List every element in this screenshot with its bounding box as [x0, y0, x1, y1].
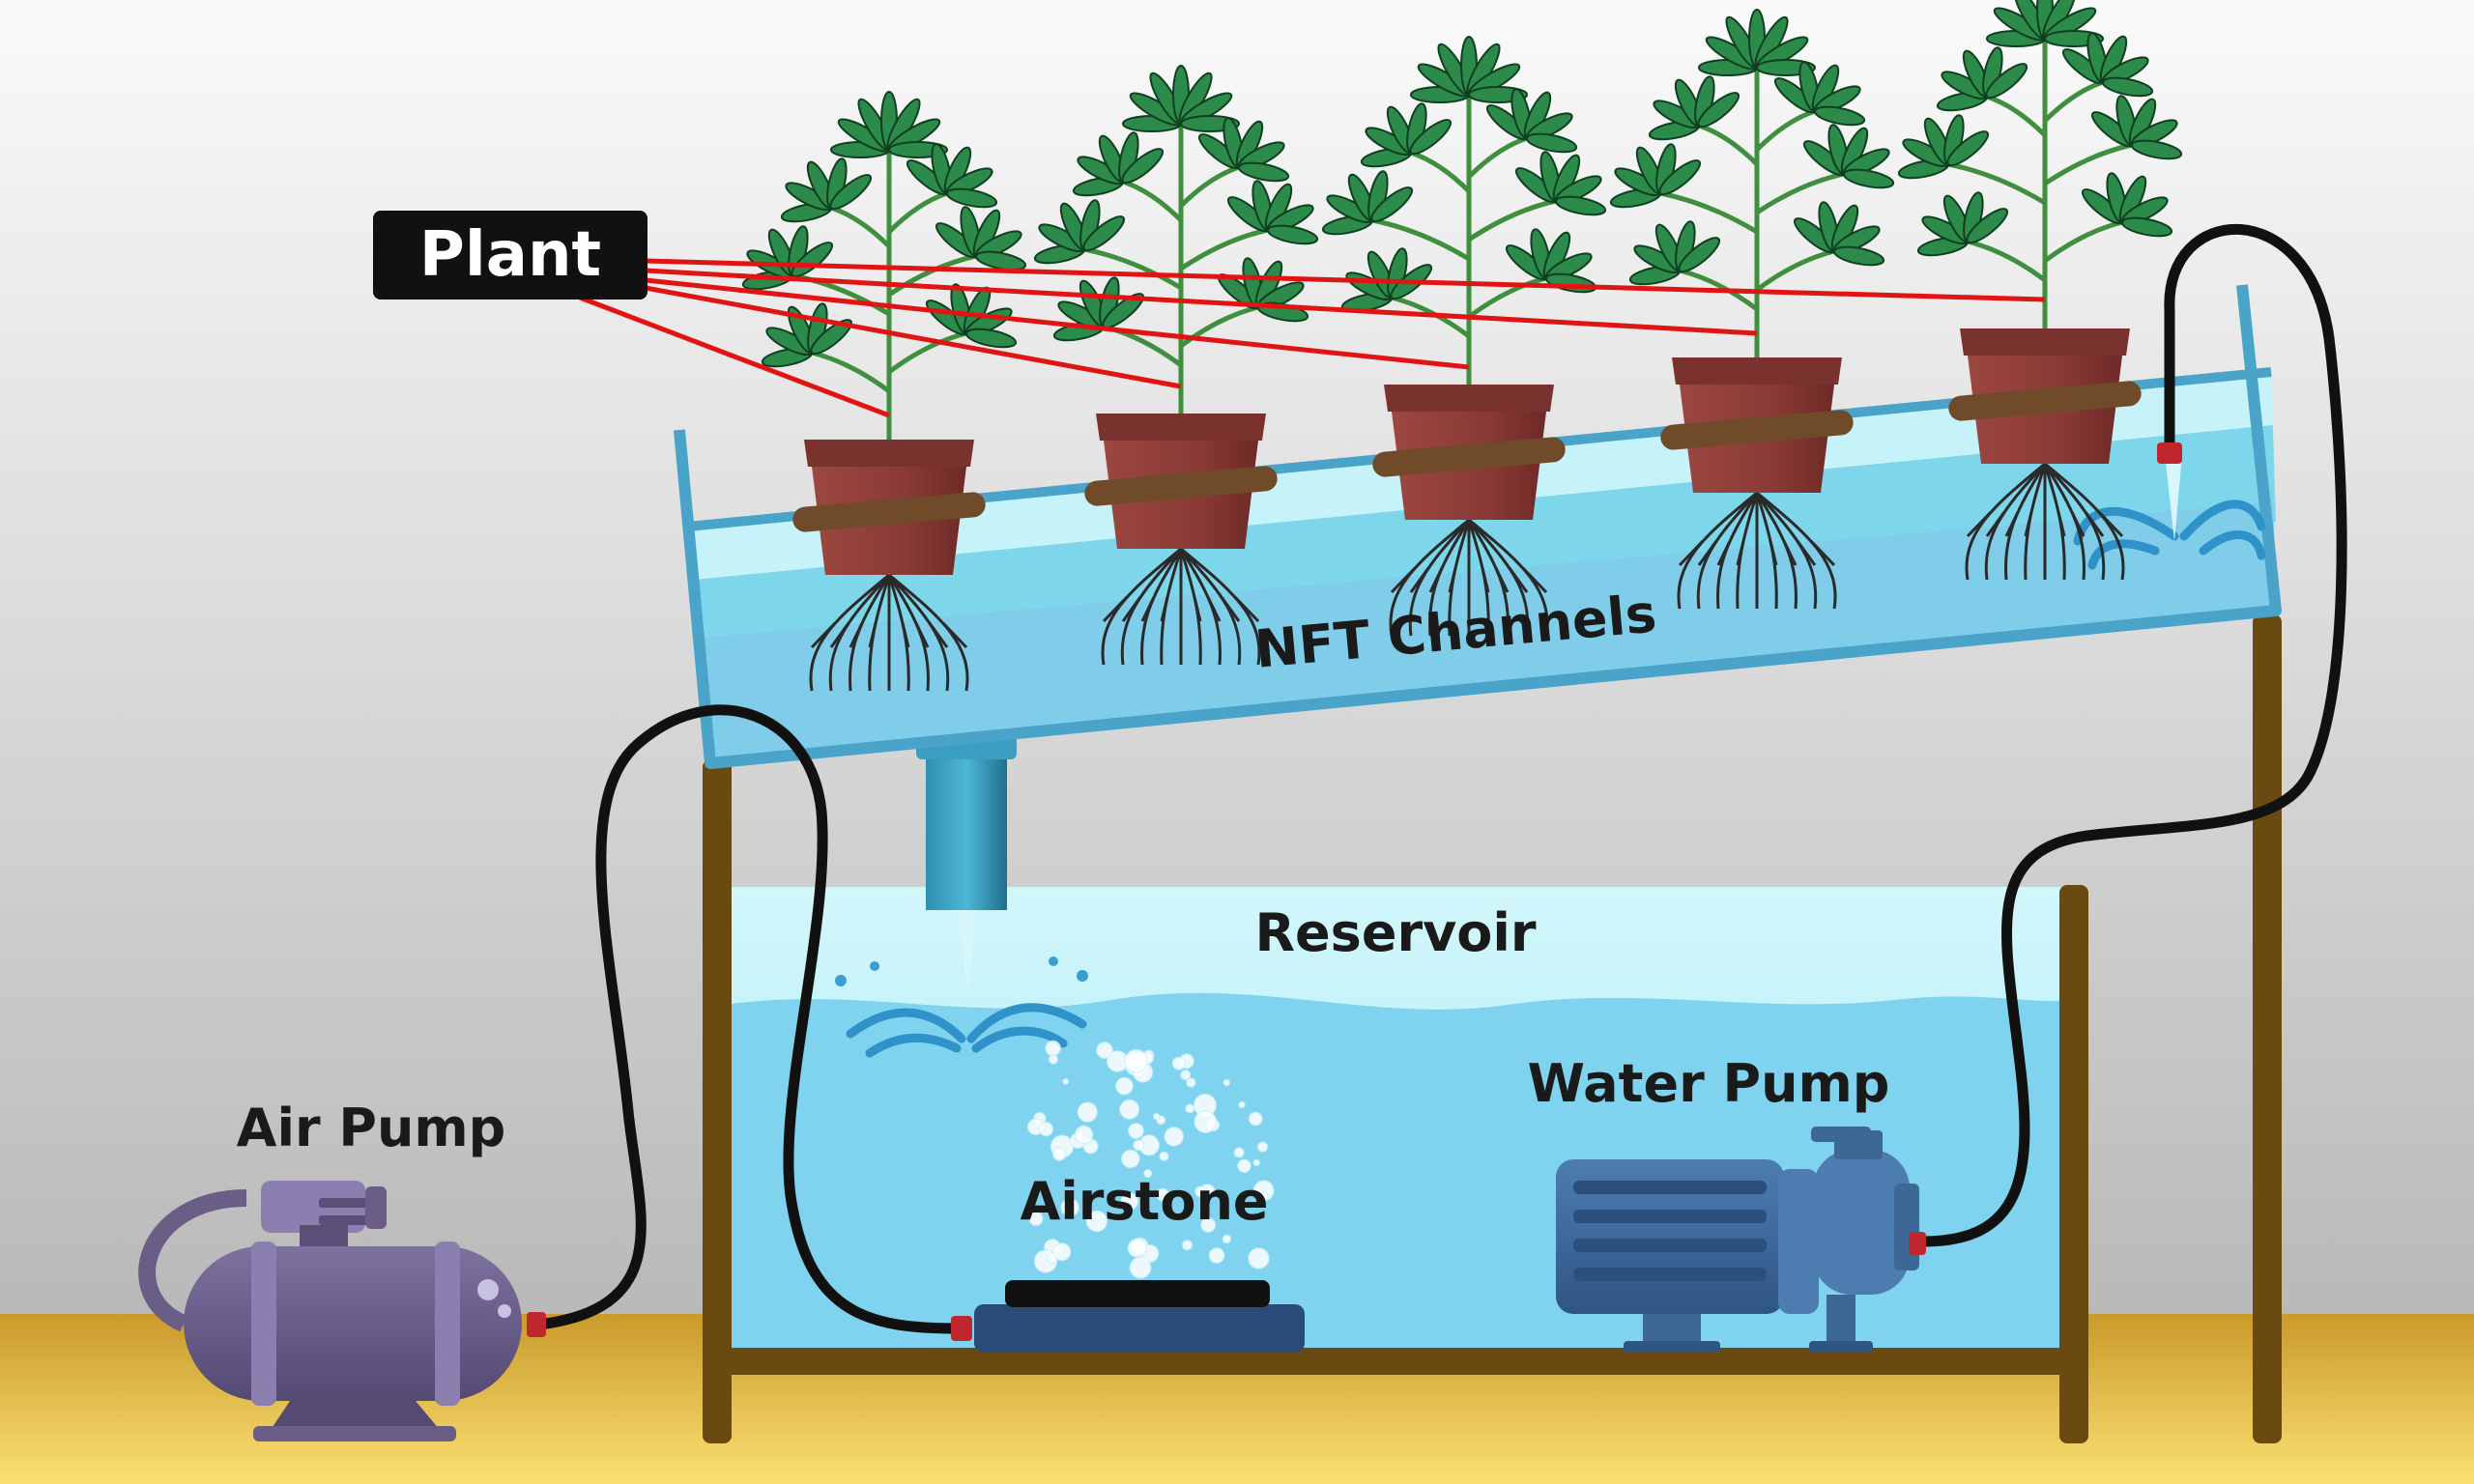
air-bubble [1074, 1125, 1094, 1145]
air-pump-label: Air Pump [237, 1098, 506, 1158]
plant-pot [1948, 328, 2142, 464]
water-hose [1917, 223, 2347, 1247]
air-hose [540, 704, 963, 1334]
plant [1321, 36, 1607, 637]
air-bubble [1156, 1187, 1170, 1202]
air-bubble [1133, 1139, 1145, 1152]
air-bubble [1233, 1147, 1245, 1158]
air-bubble [1143, 1169, 1153, 1179]
stand-leg-right [2253, 614, 2282, 1443]
plant-pot [1660, 357, 1854, 493]
plant [741, 91, 1027, 692]
plant-roots [1101, 547, 1261, 666]
air-bubble [1028, 1211, 1044, 1227]
plant-leaves [1897, 0, 2183, 257]
stand-leg-mid [2059, 885, 2088, 1443]
air-bubble [1222, 1234, 1232, 1244]
plant-leader-line [579, 295, 890, 418]
plant-leader-lines [579, 258, 2046, 418]
plant-pot [1084, 414, 1278, 549]
plant-label-box [373, 211, 647, 300]
plant-leader-line [645, 285, 1182, 389]
air-bubble [1171, 1056, 1186, 1070]
air-bubble [1077, 1101, 1098, 1123]
air-bubble [1238, 1100, 1246, 1109]
air-bubble [1194, 1185, 1206, 1198]
air-bubble [1200, 1216, 1217, 1233]
stand-leg-left [703, 759, 732, 1443]
air-bubble [1152, 1112, 1161, 1121]
air-bubble [1185, 1103, 1195, 1114]
plant-leaves [741, 91, 1027, 368]
air-bubble [1062, 1078, 1070, 1085]
air-bubble [1186, 1077, 1196, 1088]
plant [1609, 9, 1895, 610]
airstone-label: Airstone [1020, 1171, 1268, 1232]
air-bubble [1115, 1076, 1134, 1096]
plant-pot [792, 440, 986, 575]
air-pump [138, 1181, 546, 1441]
air-bubble [1258, 1191, 1269, 1201]
air-bubble [1223, 1078, 1231, 1087]
air-bubble [1096, 1042, 1113, 1059]
plant-roots [1965, 462, 2125, 581]
air-bubble [1038, 1121, 1054, 1137]
plant-leaves [1033, 65, 1319, 342]
air-bubble [1052, 1147, 1067, 1161]
plant-stems [1659, 68, 1845, 357]
plant-label: Plant [373, 211, 647, 300]
water-pump [1556, 1127, 1926, 1353]
air-bubble [1208, 1247, 1225, 1264]
plant-leader-line [645, 277, 1470, 370]
plant-stems [1371, 95, 1557, 385]
air-bubble [1129, 1256, 1152, 1279]
air-bubble [1052, 1242, 1072, 1262]
air-bubble [1083, 1194, 1094, 1205]
air-bubble [1252, 1158, 1261, 1167]
plant-stems [1947, 39, 2133, 328]
plant-leaves [1609, 9, 1895, 286]
air-bubble [1060, 1197, 1079, 1217]
air-bubble [1119, 1099, 1140, 1120]
air-bubbles [1026, 1040, 1275, 1279]
plant-leader-line [645, 268, 1758, 336]
water-pump-label: Water Pump [1528, 1053, 1890, 1114]
air-bubble [1085, 1210, 1108, 1233]
plant-pot [1372, 385, 1566, 520]
air-bubble [1256, 1141, 1269, 1153]
reservoir-label: Reservoir [1254, 902, 1536, 963]
plant-roots [1677, 491, 1837, 610]
air-bubble [1164, 1127, 1184, 1147]
air-bubble [1045, 1040, 1061, 1057]
air-bubble [1181, 1240, 1194, 1251]
air-bubble [1124, 1048, 1148, 1073]
plant-leader-line [645, 258, 2046, 302]
water-hose-nozzle [2157, 442, 2182, 464]
air-bubble [1237, 1158, 1251, 1174]
air-bubble [1180, 1070, 1192, 1081]
airstone [951, 1280, 1305, 1353]
plant-label-text: Plant [419, 219, 601, 291]
air-bubble [1121, 1149, 1140, 1169]
air-bubble [1128, 1123, 1144, 1139]
plant [1897, 0, 2183, 581]
air-bubble [1048, 1054, 1059, 1065]
plant-roots [1389, 518, 1549, 637]
air-bubble [1248, 1111, 1263, 1127]
plant-roots [809, 573, 969, 692]
air-bubble [1248, 1247, 1270, 1270]
plant-leaves [1321, 36, 1607, 313]
air-bubble [1194, 1110, 1218, 1133]
air-bubble [1159, 1151, 1169, 1162]
air-bubble [1120, 1192, 1139, 1211]
air-bubble [1127, 1238, 1147, 1258]
